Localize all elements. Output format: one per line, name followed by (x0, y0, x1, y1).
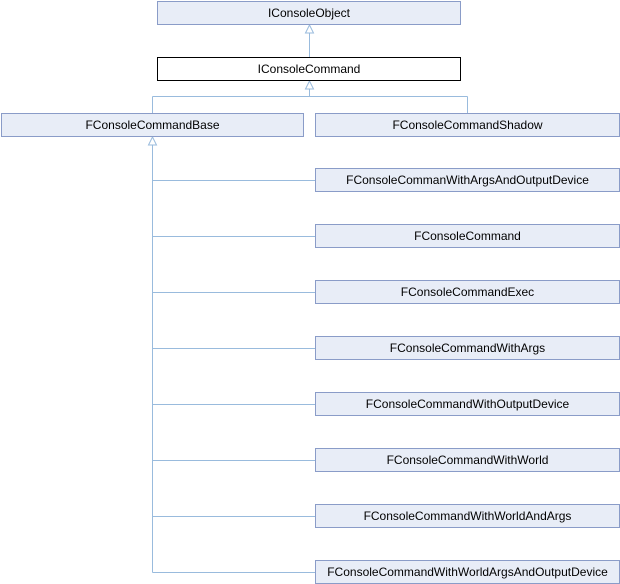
arrowhead-iconsoleobject (304, 23, 315, 34)
node-iconsolecommand: IConsoleCommand (157, 57, 461, 81)
node-fconsolecommandexec[interactable]: FConsoleCommandExec (315, 280, 620, 304)
node-fconsolecommandwithoutputdevice[interactable]: FConsoleCommandWithOutputDevice (315, 392, 620, 416)
arrowhead-iconsolecommand (304, 79, 315, 90)
node-fconsolecommandwithworld[interactable]: FConsoleCommandWithWorld (315, 448, 620, 472)
arrowhead-fconsolecommandbase (147, 135, 158, 146)
node-fconsolecommandbase[interactable]: FConsoleCommandBase (1, 113, 304, 137)
node-iconsoleobject[interactable]: IConsoleObject (157, 1, 461, 25)
node-fconsolecommandshadow[interactable]: FConsoleCommandShadow (315, 113, 620, 137)
node-fconsolecommandwithworldargsandoutputdevice[interactable]: FConsoleCommandWithWorldArgsAndOutputDev… (315, 560, 620, 584)
node-fconsolecommand[interactable]: FConsoleCommand (315, 224, 620, 248)
node-fconsolecommandwithworldandargs[interactable]: FConsoleCommandWithWorldAndArgs (315, 504, 620, 528)
node-fconsolecommanwithargsandoutputdevice[interactable]: FConsoleCommanWithArgsAndOutputDevice (315, 168, 620, 192)
node-fconsolecommandwithargs[interactable]: FConsoleCommandWithArgs (315, 336, 620, 360)
